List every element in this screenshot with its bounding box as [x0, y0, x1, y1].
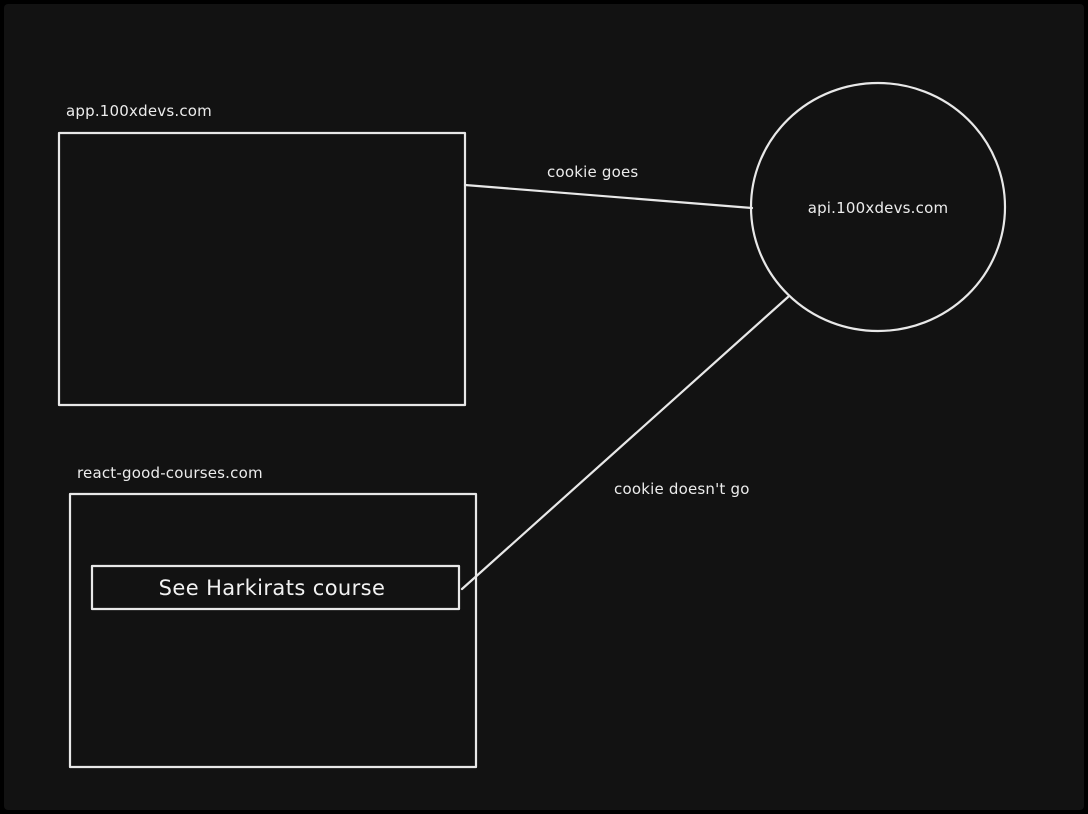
see-course-button-frame — [90, 564, 461, 611]
diagram-canvas — [4, 4, 1084, 810]
edge-bottom-label: cookie doesn't go — [614, 480, 750, 498]
other-box-label: react-good-courses.com — [77, 464, 263, 482]
edge-top-label: cookie goes — [547, 163, 638, 181]
api-circle-label: api.100xdevs.com — [808, 199, 949, 217]
app-box — [57, 131, 467, 407]
other-site-box — [68, 492, 478, 769]
see-course-button[interactable]: See Harkirats course — [90, 564, 461, 611]
api-circle — [749, 81, 1007, 333]
see-course-button-label: See Harkirats course — [159, 576, 386, 600]
edge-app-to-api — [463, 183, 754, 210]
edge-button-to-api — [460, 295, 790, 591]
app-box-label: app.100xdevs.com — [66, 102, 212, 120]
